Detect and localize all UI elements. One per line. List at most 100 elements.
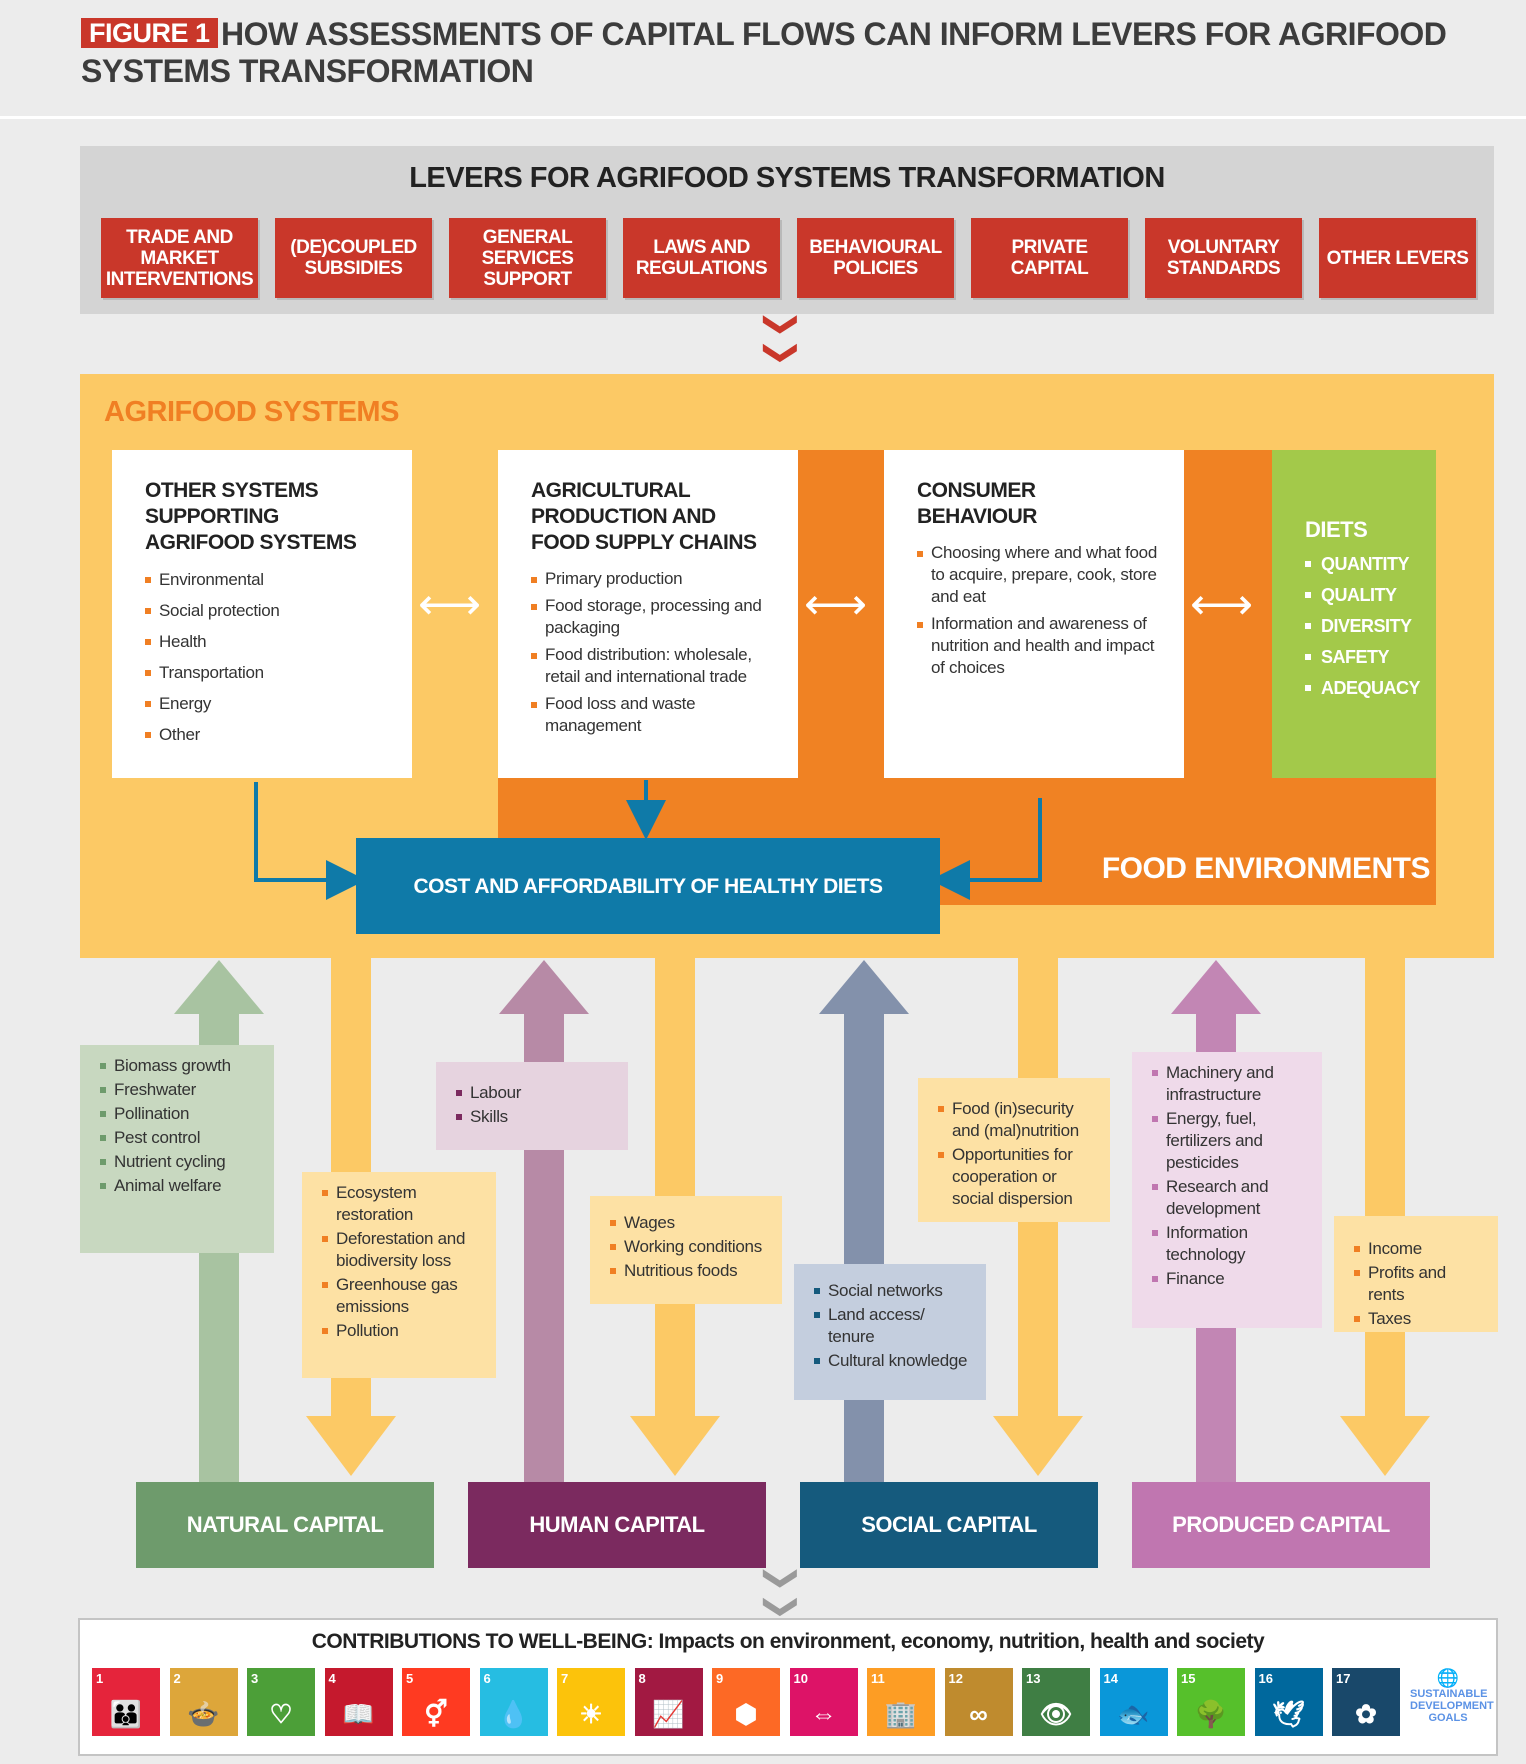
list-item: Transportation: [145, 661, 388, 685]
list-item: Finance: [1152, 1268, 1310, 1290]
list-item: Information technology: [1152, 1222, 1310, 1266]
social-inflows-box: Social networks Land access/ tenure Cult…: [794, 1264, 986, 1400]
sdg-tile-1: 1👪: [92, 1668, 160, 1736]
list-item: Machinery and infrastructure: [1152, 1062, 1310, 1106]
sdg-tile-15: 15🌳: [1177, 1668, 1245, 1736]
list-item: Profits and rents: [1354, 1262, 1486, 1306]
sdg-number: 4: [328, 1671, 336, 1686]
list-item: Biomass growth: [100, 1055, 262, 1077]
list-item: Primary production: [531, 568, 774, 590]
sdg-number: 16: [1258, 1671, 1273, 1686]
list-item: Opportunities for cooperation or social …: [938, 1144, 1098, 1210]
sdg-tile-11: 11 🏢: [867, 1668, 935, 1736]
social-capital-box: SOCIAL CAPITAL: [800, 1482, 1098, 1568]
sdg-13-icon: 👁: [1039, 1699, 1073, 1729]
lever-behavioural: BEHAVIOURAL POLICIES: [797, 218, 954, 298]
sdg-tile-12: 12∞: [944, 1668, 1013, 1736]
list-item: Research and development: [1152, 1176, 1310, 1220]
sdg-number: 10: [793, 1671, 808, 1686]
consumer-behaviour-title: CONSUMER BEHAVIOUR: [917, 479, 1037, 528]
sdg-8-icon: 📈: [652, 1699, 685, 1729]
produced-outflows-box: Income Profits and rents Taxes: [1334, 1216, 1498, 1332]
list-item: Energy, fuel, fertilizers and pesticides: [1152, 1108, 1310, 1174]
sdg-number: 2: [173, 1671, 181, 1686]
list-item: Land access/ tenure: [814, 1304, 974, 1348]
sdg-number: 8: [638, 1671, 646, 1686]
sdg-tile-6: 6💧: [479, 1668, 548, 1736]
list-item: Skills: [456, 1106, 616, 1128]
sdg-10-icon: ⇔: [810, 1699, 837, 1729]
cost-affordability-box: COST AND AFFORDABILITY OF HEALTHY DIETS: [356, 838, 940, 934]
lever-subsidies: (DE)COUPLED SUBSIDIES: [275, 218, 432, 298]
list-item: QUANTITY: [1305, 549, 1436, 580]
list-item: Energy: [145, 692, 388, 716]
sdg-2-icon: 🍲: [187, 1699, 220, 1729]
sdg-7-icon: ☀: [579, 1699, 603, 1729]
list-item: Income: [1354, 1238, 1486, 1260]
social-outflows-box: Food (in)security and (mal)nutrition Opp…: [918, 1078, 1110, 1222]
list-item: Nutritious foods: [610, 1260, 770, 1282]
list-item: Social protection: [145, 599, 388, 623]
diets-box: DIETS QUANTITY QUALITY DIVERSITY SAFETY …: [1272, 450, 1436, 778]
list-item: Environmental: [145, 568, 388, 592]
un-globe-icon: 🌐: [1436, 1668, 1460, 1688]
sdg-number: 15: [1181, 1671, 1196, 1686]
sdg-17-icon: ✿: [1355, 1699, 1377, 1729]
sdg-9-icon: ⬢: [734, 1699, 758, 1729]
sdg-tile-9: 9⬢: [712, 1668, 780, 1736]
production-title: AGRICULTURAL PRODUCTION AND FOOD SUPPLY …: [531, 479, 757, 554]
natural-inflows-box: Biomass growth Freshwater Pollination Pe…: [80, 1045, 274, 1253]
lever-private-capital: PRIVATE CAPITAL: [971, 218, 1128, 298]
list-item: Cultural knowledge: [814, 1350, 974, 1372]
sdg-number: 6: [483, 1671, 491, 1686]
sdg-logo: 🌐 SUSTAINABLE DEVELOPMENT GOALS: [1410, 1668, 1494, 1736]
human-up-arrow: [499, 960, 589, 1482]
list-item: Social networks: [814, 1280, 974, 1302]
sdg-number: 13: [1026, 1671, 1041, 1686]
sdg-tile-3: 3♡: [247, 1668, 315, 1736]
list-item: Ecosystem restoration: [322, 1182, 484, 1226]
sdg-3-icon: ♡: [269, 1699, 293, 1729]
human-outflows-box: Wages Working conditions Nutritious food…: [590, 1196, 782, 1304]
list-item: Labour: [456, 1082, 616, 1104]
sdg-tile-16: 16🕊: [1254, 1668, 1323, 1736]
sdg-tile-17: 17✿: [1332, 1668, 1400, 1736]
chevron-down-icon: ❯❯: [763, 310, 801, 367]
list-item: Food storage, processing and packaging: [531, 595, 774, 639]
figure-title: HOW ASSESSMENTS OF CAPITAL FLOWS CAN INF…: [81, 16, 1447, 89]
list-item: Greenhouse gas emissions: [322, 1274, 484, 1318]
sdg-4-icon: 📖: [342, 1699, 375, 1729]
produced-inflows-box: Machinery and infrastructure Energy, fue…: [1132, 1052, 1322, 1328]
social-up-arrow: [819, 960, 909, 1482]
list-item: QUALITY: [1305, 580, 1436, 611]
produced-capital-box: PRODUCED CAPITAL: [1132, 1482, 1430, 1568]
sdg-tile-7: 7☀: [557, 1668, 625, 1736]
double-arrow-icon: ⟷: [418, 580, 482, 629]
sdg-tile-10: 10⇔: [789, 1668, 858, 1736]
list-item: Freshwater: [100, 1079, 262, 1101]
sdg-12-icon: ∞: [969, 1699, 988, 1729]
list-item: Pest control: [100, 1127, 262, 1149]
lever-voluntary-standards: VOLUNTARY STANDARDS: [1145, 218, 1302, 298]
sdg-number: 11: [871, 1671, 885, 1686]
double-arrow-icon: ⟷: [1190, 580, 1254, 629]
sdg-5-icon: ⚥: [424, 1699, 448, 1729]
list-item: Food (in)security and (mal)nutrition: [938, 1098, 1098, 1142]
figure-badge: FIGURE 1: [81, 18, 218, 48]
lever-general-services: GENERAL SERVICES SUPPORT: [449, 218, 606, 298]
list-item: Information and awareness of nutrition a…: [917, 613, 1160, 679]
natural-capital-box: NATURAL CAPITAL: [136, 1482, 434, 1568]
sdg-1-icon: 👪: [109, 1699, 143, 1729]
other-systems-title: OTHER SYSTEMS SUPPORTING AGRIFOOD SYSTEM…: [145, 479, 357, 554]
sdg-11-icon: 🏢: [884, 1699, 918, 1729]
levers-title: LEVERS FOR AGRIFOOD SYSTEMS TRANSFORMATI…: [409, 162, 1165, 194]
sdg-logo-text: SUSTAINABLE DEVELOPMENT GOALS: [1410, 1688, 1494, 1724]
sdg-tile-4: 4📖: [324, 1668, 393, 1736]
human-capital-box: HUMAN CAPITAL: [468, 1482, 766, 1568]
sdg-tile-13: 13 👁: [1022, 1668, 1090, 1736]
list-item: ADEQUACY: [1305, 673, 1436, 704]
list-item: Taxes: [1354, 1308, 1486, 1330]
sdg-tile-5: 5⚥: [402, 1668, 470, 1736]
list-item: Pollution: [322, 1320, 484, 1342]
sdg-tile-14: 14🐟: [1099, 1668, 1168, 1736]
